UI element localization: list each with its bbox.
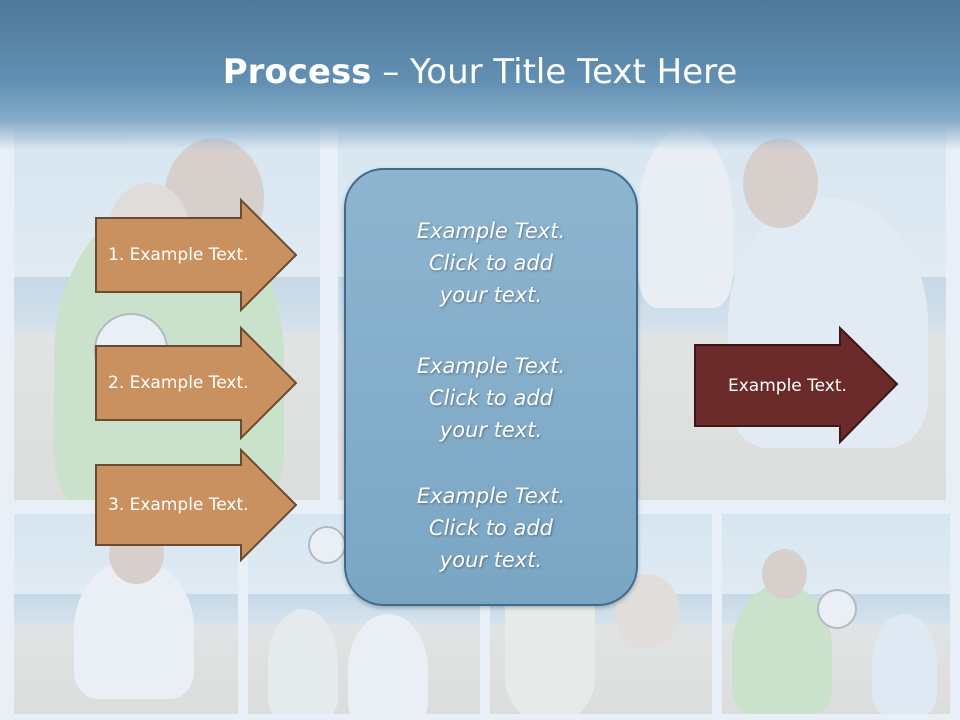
arrow-label-1: 1. Example Text. <box>108 245 249 265</box>
left-arrow-2[interactable]: 2. Example Text. <box>95 325 298 441</box>
left-arrow-1[interactable]: 1. Example Text. <box>95 197 298 313</box>
arrow-label-3: 3. Example Text. <box>108 495 249 515</box>
center-text-1[interactable]: Example Text. Click to add your text. <box>416 219 566 307</box>
title-rest-part: – Your Title Text Here <box>371 52 738 92</box>
right-arrow[interactable]: Example Text. <box>694 325 899 445</box>
center-text-box[interactable]: Example Text. Click to add your text. Ex… <box>344 168 638 606</box>
arrow-shape-2 <box>95 325 298 441</box>
slide-title[interactable]: Process – Your Title Text Here <box>0 52 960 92</box>
title-band: Process – Your Title Text Here <box>0 0 960 150</box>
photo-couple-beach <box>248 514 480 714</box>
center-text-3[interactable]: Example Text. Click to add your text. <box>416 484 566 572</box>
photo-man-boy-ball <box>722 514 950 714</box>
left-arrow-3[interactable]: 3. Example Text. <box>95 447 298 563</box>
arrow-shape-1 <box>95 197 298 313</box>
right-arrow-label: Example Text. <box>728 376 847 396</box>
right-arrow-shape <box>694 325 899 445</box>
arrow-shape-3 <box>95 447 298 563</box>
center-text-2[interactable]: Example Text. Click to add your text. <box>416 354 566 442</box>
title-bold-part: Process <box>222 52 372 92</box>
arrow-label-2: 2. Example Text. <box>108 373 249 393</box>
